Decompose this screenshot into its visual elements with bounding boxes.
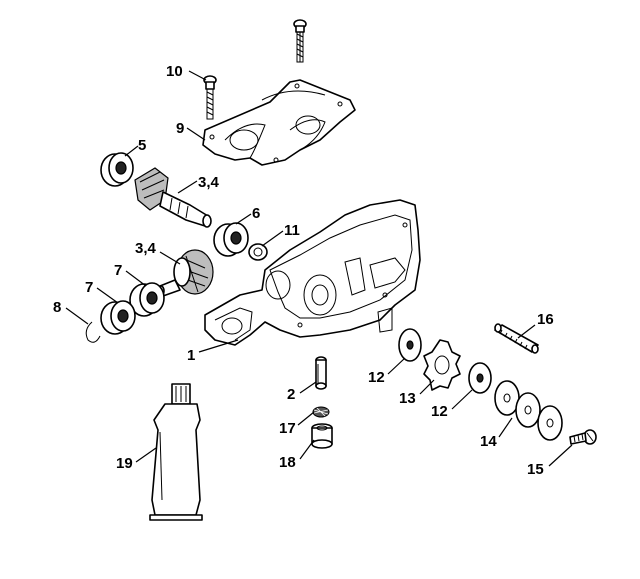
leader-lines: [65, 70, 573, 467]
part-15-screw: [569, 429, 597, 445]
callout-9: 9: [176, 120, 184, 137]
part-1-gear-housing: [204, 199, 421, 346]
part-19-grease-tube: [149, 383, 203, 521]
part-10-screw: [203, 75, 217, 120]
callout-12-right: 12: [431, 403, 448, 420]
callout-18: 18: [279, 454, 296, 471]
callout-15: 15: [527, 461, 544, 478]
callout-3-4-lower: 3,4: [135, 240, 157, 257]
part-12-washer-right: [468, 362, 492, 394]
callout-3-4-upper: 3,4: [198, 174, 220, 191]
part-5-ball-bearing: [100, 152, 134, 187]
part-3-4-bevel-gear: [157, 249, 214, 297]
part-8-circlip: [85, 321, 101, 343]
part-3-4-bevel-gear-shaft: [134, 167, 212, 228]
callout-7-lower: 7: [85, 279, 93, 296]
part-6-ball-bearing: [213, 222, 249, 257]
callout-5: 5: [138, 137, 146, 154]
callout-2: 2: [287, 386, 295, 403]
callout-11: 11: [284, 222, 300, 239]
callout-labels: 10 9 5 3,4 6 11 3,4 7 7 8 1 2 17 18 19 1…: [53, 63, 554, 478]
part-18-sleeve: [311, 423, 333, 449]
part-7-ball-bearing-lower: [100, 300, 136, 335]
part-7-ball-bearing-upper: [129, 282, 165, 317]
top-screw: [293, 19, 307, 63]
callout-12-left: 12: [368, 369, 385, 386]
callout-19: 19: [116, 455, 133, 472]
part-9-bearing-cover: [202, 79, 356, 166]
callout-17: 17: [279, 420, 296, 437]
callout-10: 10: [166, 63, 183, 80]
part-11-ring: [248, 243, 268, 261]
callout-13: 13: [399, 390, 416, 407]
callout-7-upper: 7: [114, 262, 122, 279]
callout-8: 8: [53, 299, 61, 316]
part-17-mesh: [312, 406, 330, 418]
part-14-washers: [494, 380, 563, 441]
part-2-pin: [315, 356, 327, 390]
callout-6: 6: [252, 205, 260, 222]
part-12-washer-left: [398, 328, 422, 362]
part-13-sprocket: [423, 339, 461, 391]
callout-14: 14: [480, 433, 497, 450]
callout-1: 1: [187, 347, 195, 364]
callout-16: 16: [537, 311, 554, 328]
part-16-stud: [494, 323, 539, 354]
